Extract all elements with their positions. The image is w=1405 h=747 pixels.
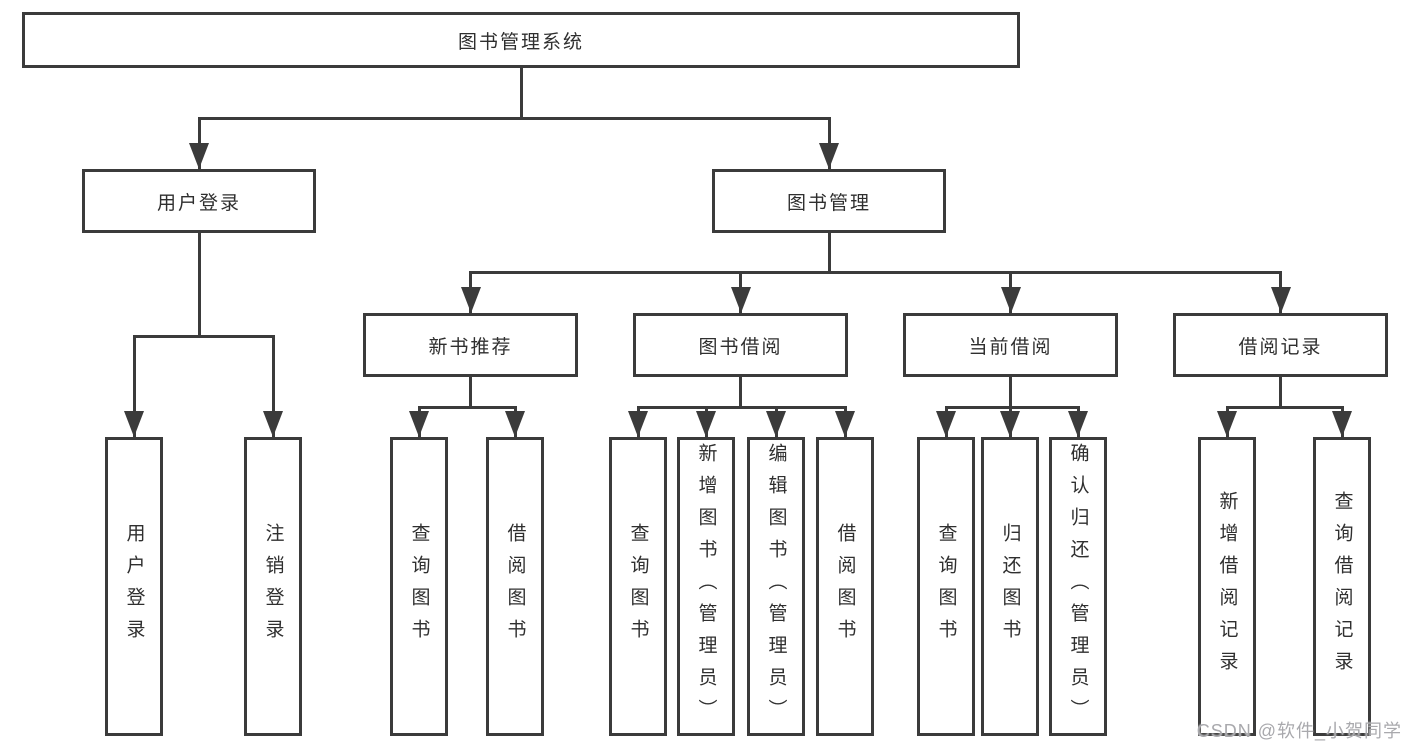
connector-stem-current-borrow bbox=[1009, 377, 1012, 407]
node-user-login: 用户登录 bbox=[82, 169, 316, 233]
node-label-leaf-bb-add: 新增图书（管理员） bbox=[695, 442, 717, 731]
node-leaf-bb-query: 查询图书 bbox=[609, 437, 667, 736]
csdn-watermark: CSDN @软件_小贺同学 bbox=[1196, 721, 1402, 741]
connector-drop-book-mgmt bbox=[827, 116, 831, 169]
node-leaf-bb-add: 新增图书（管理员） bbox=[677, 437, 735, 736]
node-leaf-bb-borrow: 借阅图书 bbox=[816, 437, 874, 736]
node-leaf-logout: 注销登录 bbox=[244, 437, 302, 736]
node-label-leaf-br-query: 查询借阅记录 bbox=[1331, 490, 1353, 683]
node-label-leaf-br-add: 新增借阅记录 bbox=[1216, 490, 1238, 683]
connector-split-new-book-rec bbox=[417, 405, 517, 409]
arrow-down-icon bbox=[696, 411, 716, 437]
connector-stem-root bbox=[519, 68, 523, 118]
connector-stem-book-borrow bbox=[739, 377, 742, 407]
node-label-leaf-bb-query: 查询图书 bbox=[627, 522, 649, 651]
connector-drop-user-login bbox=[197, 116, 201, 169]
node-label-leaf-user-login: 用户登录 bbox=[123, 522, 145, 651]
connector-split-user-login bbox=[132, 334, 275, 338]
arrow-down-icon bbox=[124, 411, 144, 437]
node-label-book-mgmt: 图书管理 bbox=[786, 192, 871, 214]
arrow-down-icon bbox=[409, 411, 429, 437]
connector-stem-new-book-rec bbox=[469, 377, 472, 407]
connector-stem-user-login bbox=[197, 233, 201, 336]
connector-stem-book-mgmt bbox=[827, 233, 831, 272]
node-label-new-book-rec: 新书推荐 bbox=[428, 336, 513, 358]
arrow-down-icon bbox=[1000, 411, 1020, 437]
node-leaf-br-query: 查询借阅记录 bbox=[1313, 437, 1371, 736]
node-new-book-rec: 新书推荐 bbox=[363, 313, 578, 377]
node-label-current-borrow: 当前借阅 bbox=[968, 336, 1053, 358]
arrow-down-icon bbox=[936, 411, 956, 437]
arrow-down-icon bbox=[1332, 411, 1352, 437]
arrow-down-icon bbox=[628, 411, 648, 437]
node-leaf-nbr-borrow: 借阅图书 bbox=[486, 437, 544, 736]
connector-split-root bbox=[197, 116, 831, 120]
arrow-down-icon bbox=[1000, 287, 1021, 313]
node-label-leaf-logout: 注销登录 bbox=[262, 522, 284, 651]
arrow-down-icon bbox=[1068, 411, 1088, 437]
connector-split-borrow-records bbox=[1225, 405, 1344, 409]
connector-drop-leaf-logout bbox=[271, 334, 275, 437]
node-label-leaf-cb-query: 查询图书 bbox=[935, 522, 957, 651]
node-label-leaf-nbr-borrow: 借阅图书 bbox=[504, 522, 526, 651]
arrow-down-icon bbox=[819, 143, 839, 169]
arrow-down-icon bbox=[460, 287, 481, 313]
connector-split-book-mgmt bbox=[469, 270, 1282, 274]
node-borrow-records: 借阅记录 bbox=[1173, 313, 1388, 377]
node-label-root: 图书管理系统 bbox=[457, 31, 584, 53]
node-leaf-nbr-query: 查询图书 bbox=[390, 437, 448, 736]
connector-split-current-borrow bbox=[944, 405, 1080, 409]
arrow-down-icon bbox=[835, 411, 855, 437]
arrow-down-icon bbox=[730, 287, 751, 313]
node-label-user-login: 用户登录 bbox=[156, 192, 241, 214]
node-book-borrow: 图书借阅 bbox=[633, 313, 848, 377]
node-leaf-bb-edit: 编辑图书（管理员） bbox=[747, 437, 805, 736]
connector-split-book-borrow bbox=[636, 405, 847, 409]
node-leaf-user-login: 用户登录 bbox=[105, 437, 163, 736]
node-label-leaf-cb-return: 归还图书 bbox=[999, 522, 1021, 651]
node-leaf-br-add: 新增借阅记录 bbox=[1198, 437, 1256, 736]
node-book-mgmt: 图书管理 bbox=[712, 169, 946, 233]
node-label-leaf-bb-borrow: 借阅图书 bbox=[834, 522, 856, 651]
connector-drop-leaf-user-login bbox=[132, 334, 136, 437]
node-label-leaf-bb-edit: 编辑图书（管理员） bbox=[765, 442, 787, 731]
arrow-down-icon bbox=[766, 411, 786, 437]
node-label-leaf-nbr-query: 查询图书 bbox=[408, 522, 430, 651]
arrow-down-icon bbox=[189, 143, 209, 169]
arrow-down-icon bbox=[263, 411, 283, 437]
arrow-down-icon bbox=[1217, 411, 1237, 437]
node-label-leaf-cb-confirm: 确认归还（管理员） bbox=[1067, 442, 1089, 731]
arrow-down-icon bbox=[505, 411, 525, 437]
node-label-borrow-records: 借阅记录 bbox=[1238, 336, 1323, 358]
node-leaf-cb-return: 归还图书 bbox=[981, 437, 1039, 736]
node-label-book-borrow: 图书借阅 bbox=[698, 336, 783, 358]
node-leaf-cb-confirm: 确认归还（管理员） bbox=[1049, 437, 1107, 736]
node-leaf-cb-query: 查询图书 bbox=[917, 437, 975, 736]
connector-stem-borrow-records bbox=[1279, 377, 1282, 407]
arrow-down-icon bbox=[1270, 287, 1291, 313]
node-root: 图书管理系统 bbox=[22, 12, 1020, 68]
node-current-borrow: 当前借阅 bbox=[903, 313, 1118, 377]
